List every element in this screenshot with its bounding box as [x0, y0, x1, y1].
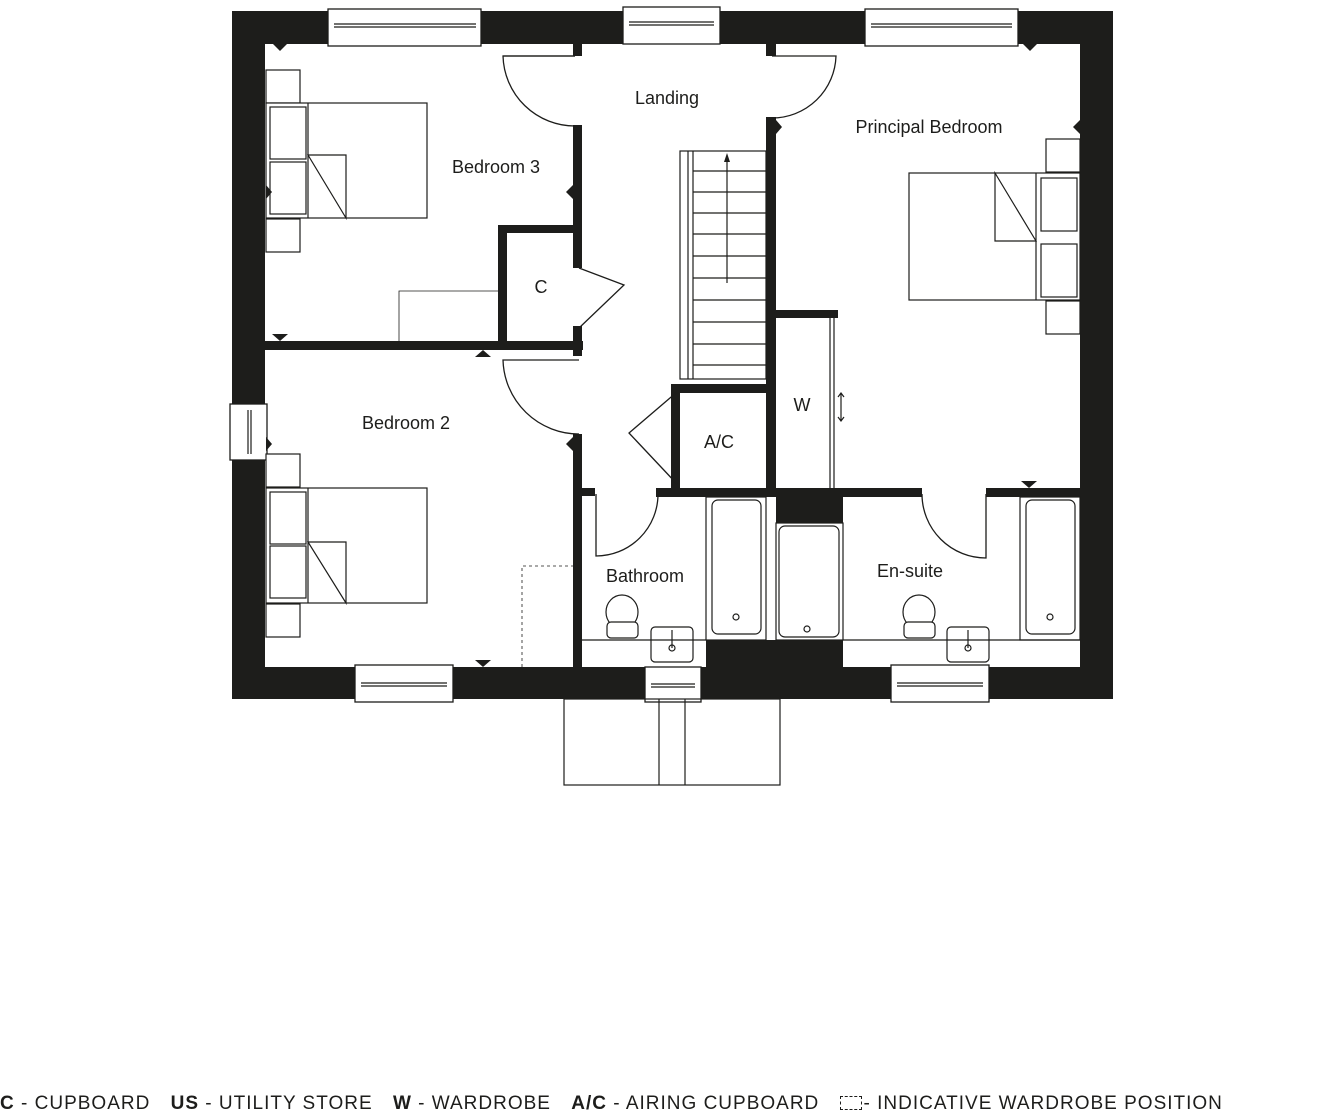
porch-roof	[563, 698, 781, 786]
legend-code: C	[0, 1093, 15, 1114]
legend-code: W	[392, 1093, 412, 1114]
legend-text: AIRING CUPBOARD	[625, 1093, 820, 1114]
legend-item-wardrobe: W - WARDROBE	[393, 1093, 551, 1115]
legend-separator: -	[199, 1093, 219, 1114]
legend-text: CUPBOARD	[34, 1093, 151, 1114]
markers	[266, 44, 1080, 667]
legend-item-airing-cupboard: A/C - AIRING CUPBOARD	[571, 1093, 819, 1115]
room-label-bedroom-3: Bedroom 3	[452, 157, 540, 177]
room-label-cupboard: C	[535, 277, 548, 297]
room-label-ensuite: En-suite	[877, 561, 943, 581]
room-label-bedroom-2: Bedroom 2	[362, 413, 450, 433]
legend-separator: -	[607, 1093, 626, 1114]
window-glazing	[247, 21, 1012, 688]
fixtures	[582, 613, 1080, 652]
room-label-landing: Landing	[635, 88, 699, 108]
legend-item-indicative-wardrobe: - INDICATIVE WARDROBE POSITION	[839, 1093, 1223, 1115]
doors	[502, 55, 987, 559]
room-label-principal-bedroom: Principal Bedroom	[855, 117, 1002, 137]
legend: C - CUPBOARD US - UTILITY STORE W - WARD…	[0, 1093, 1343, 1119]
room-label-bathroom: Bathroom	[606, 566, 684, 586]
legend-text: UTILITY STORE	[218, 1093, 373, 1114]
room-label-wardrobe: W	[794, 395, 811, 415]
stair-direction-arrow-icon	[724, 153, 730, 162]
wardrobe-fittings	[829, 318, 845, 488]
floor-plan: Landing Bedroom 3 Principal Bedroom C Be…	[229, 6, 1113, 786]
staircase	[679, 150, 767, 380]
legend-code: US	[170, 1093, 199, 1114]
legend-code: A/C	[571, 1093, 607, 1114]
indicative-wardrobe	[398, 290, 573, 667]
legend-separator: -	[14, 1093, 35, 1114]
dashed-box-icon	[839, 1096, 862, 1110]
legend-separator: -	[411, 1093, 432, 1114]
legend-text: INDICATIVE WARDROBE POSITION	[877, 1093, 1223, 1114]
legend-item-cupboard: C - CUPBOARD	[0, 1093, 150, 1115]
room-label-airing-cupboard: A/C	[704, 432, 734, 452]
legend-item-utility-store: US - UTILITY STORE	[171, 1093, 373, 1115]
legend-separator: -	[863, 1093, 878, 1114]
legend-text: WARDROBE	[431, 1093, 551, 1114]
